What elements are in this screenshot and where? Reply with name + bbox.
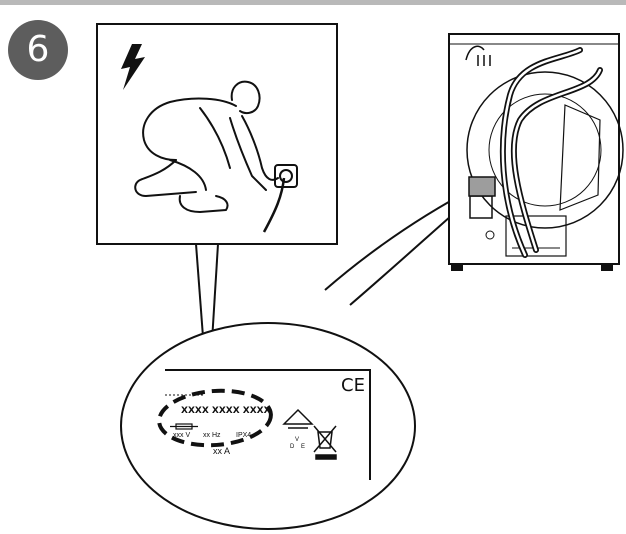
top-divider-bar [0, 0, 626, 5]
dryer-hoses-inner [501, 48, 602, 257]
person-unplugging-figure [134, 80, 279, 213]
frequency-text: xx Hz [203, 432, 221, 439]
electric-shock-warning-icon [121, 44, 145, 90]
ce-mark: CE [341, 375, 365, 396]
weee-bin-icon [313, 425, 337, 460]
dryer-rear-view [448, 33, 624, 271]
fuse-symbol-icon [170, 423, 198, 430]
country-code-v: V [295, 437, 300, 443]
ampere-text: xx A [213, 446, 231, 456]
model-code-text: XXXX XXXX XXXX [181, 406, 271, 416]
ground-symbol-icon [282, 408, 314, 429]
step-number-badge: 6 [8, 20, 68, 80]
dryer-rating-label-location [468, 176, 496, 197]
country-code-d: D [290, 444, 295, 450]
wall-socket-icon [262, 164, 298, 233]
country-code-e: E [301, 444, 306, 450]
voltage-text: xxx V [173, 432, 191, 439]
ipx-rating-text: IPX4 [236, 432, 252, 439]
label-highlight-dashed-ellipse [157, 388, 273, 448]
